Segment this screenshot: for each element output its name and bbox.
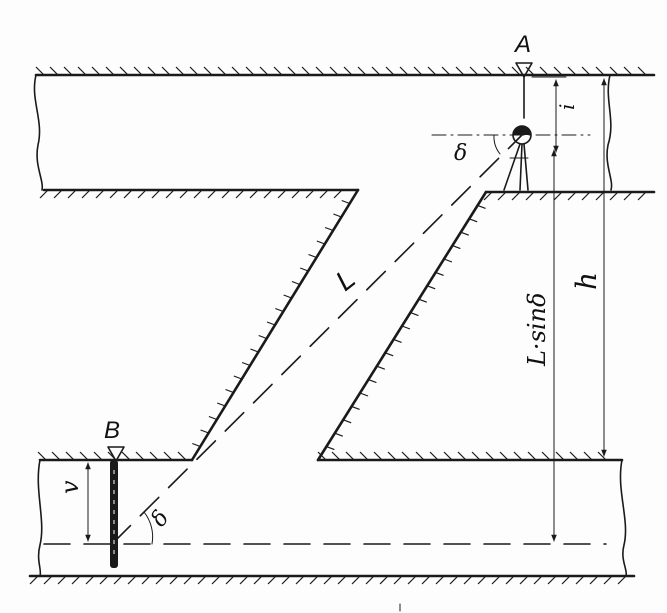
upper-drift-left-break bbox=[33, 74, 44, 191]
dimension-h: h bbox=[570, 78, 607, 457]
label-l: L bbox=[330, 263, 361, 297]
label-a: A bbox=[513, 31, 531, 58]
label-l-sin-delta: L·sinδ bbox=[523, 293, 551, 367]
line-of-sight-L bbox=[111, 134, 523, 545]
dimension-v: v bbox=[56, 462, 91, 542]
angle-at-a: δ bbox=[454, 134, 501, 166]
lower-drift-right-break bbox=[619, 459, 628, 577]
triangle-marker-icon bbox=[107, 446, 125, 462]
label-v: v bbox=[56, 480, 84, 494]
upper-roof-hatching bbox=[35, 66, 647, 76]
lower-roof-hatching bbox=[37, 451, 607, 461]
station-a: A bbox=[513, 31, 533, 119]
dimension-l-sin-delta: L·sinδ bbox=[523, 149, 557, 542]
lower-floor-hatching bbox=[29, 575, 627, 585]
lower-drift bbox=[28, 451, 636, 585]
incline-hatching bbox=[192, 199, 486, 451]
inclined-shaft bbox=[190, 188, 488, 462]
dimension-i: i bbox=[531, 76, 579, 153]
angle-at-b: δ bbox=[143, 506, 175, 545]
station-b: B bbox=[104, 417, 125, 568]
angle-arc-b bbox=[143, 511, 154, 545]
label-b: B bbox=[104, 417, 120, 444]
label-i: i bbox=[555, 104, 579, 110]
upper-drift bbox=[33, 66, 656, 201]
levelling-rod-icon bbox=[110, 460, 118, 568]
theodolite-on-tripod-icon bbox=[503, 125, 532, 191]
angle-arc-a bbox=[493, 134, 501, 155]
label-delta-a: δ bbox=[454, 141, 467, 166]
label-h: h bbox=[570, 272, 603, 290]
upper-floor-hatching bbox=[39, 189, 647, 201]
lower-drift-left-break bbox=[37, 459, 43, 577]
label-delta-b: δ bbox=[146, 506, 174, 531]
triangle-marker-icon bbox=[515, 62, 533, 78]
upper-drift-right-break bbox=[606, 74, 613, 191]
